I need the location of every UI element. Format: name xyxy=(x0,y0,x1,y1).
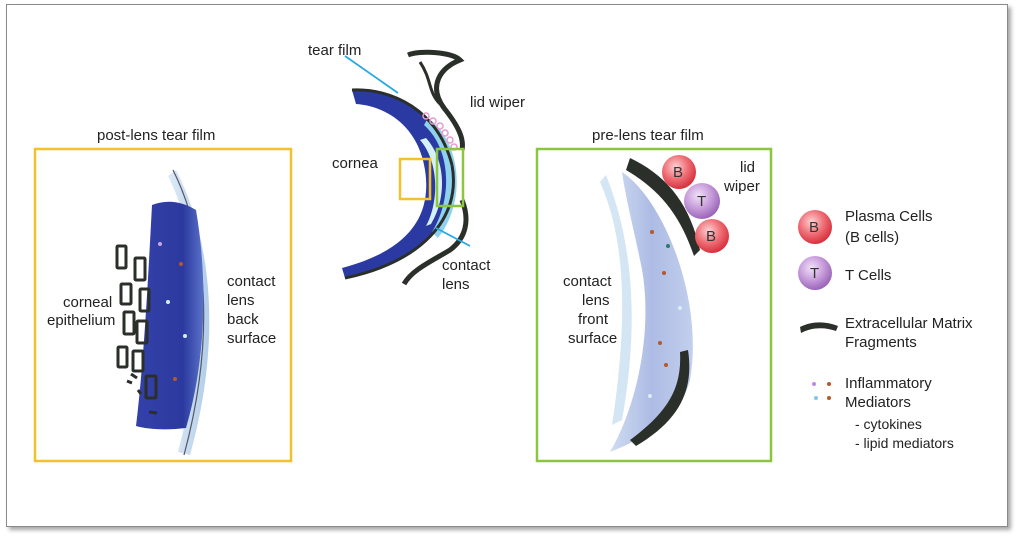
legend-ecm-label-line1: Extracellular Matrix xyxy=(845,315,973,332)
contact-lens-pointer xyxy=(435,227,471,247)
tear-film-label: tear film xyxy=(308,42,362,59)
pre-lens-box xyxy=(535,147,773,463)
mediator-dot xyxy=(158,242,162,246)
pre-lens-contact-lens xyxy=(610,172,693,452)
cornea-label: cornea xyxy=(332,155,378,172)
ecm-fragment-lower xyxy=(630,350,690,446)
legend-t-cell-icon xyxy=(798,256,832,290)
post-lens-cornea-tissue xyxy=(136,201,204,430)
legend-plasma-label-line2: (B cells) xyxy=(845,229,900,246)
cornea-inset-box xyxy=(398,157,432,201)
tear-film-pointer xyxy=(344,55,399,94)
cl-back-label-line2: lens xyxy=(227,292,255,309)
mediator-dot xyxy=(662,271,666,275)
mediator-dot xyxy=(666,244,670,248)
legend-mediator-icon xyxy=(827,382,831,386)
legend-b-cell-icon xyxy=(798,210,832,244)
mediator-dot xyxy=(166,300,170,304)
cl-front-label-line1: contact xyxy=(563,273,612,290)
mediator-dot xyxy=(179,262,183,266)
legend-ecm-icon xyxy=(800,322,838,333)
contact-lens-label-line2: lens xyxy=(442,276,470,293)
corneal-epithelium-cells xyxy=(115,244,158,415)
contact-lens-label-line1: contact xyxy=(442,257,491,274)
legend-mediator-icon xyxy=(812,382,816,386)
pre-lens-title: pre-lens tear film xyxy=(592,127,704,144)
cl-back-label-line4: surface xyxy=(227,330,277,347)
mediator-dot xyxy=(173,377,177,381)
t-cell-icon xyxy=(684,183,720,219)
post-lens-title: post-lens tear film xyxy=(97,127,216,144)
legend-inflammatory-label-line1: Inflammatory xyxy=(845,375,932,392)
corneal-epithelium-label-line1: corneal xyxy=(63,294,113,311)
cell-letter-b: B xyxy=(706,228,717,245)
legend-inflammatory-label-line2: Mediators xyxy=(845,394,911,411)
legend-cytokines-label: - cytokines xyxy=(855,416,922,432)
ecm-fragment-upper xyxy=(626,158,700,256)
cell-letter-b: B xyxy=(673,164,684,181)
cornea-shape xyxy=(342,89,454,278)
cl-front-label-line4: surface xyxy=(568,330,618,347)
cl-front-label-line2: lens xyxy=(582,292,610,309)
mediator-dot xyxy=(664,363,668,367)
mediator-dot xyxy=(658,341,662,345)
corneal-epithelium-label-line2: epithelium xyxy=(47,312,116,329)
legend-lipid-label: - lipid mediators xyxy=(855,435,954,451)
legend-t-letter: T xyxy=(810,265,820,282)
b-cell-icon xyxy=(662,155,696,189)
legend-t-cells-label: T Cells xyxy=(845,267,892,284)
b-cell-icon xyxy=(695,219,729,253)
legend-b-letter: B xyxy=(809,219,820,236)
legend-mediator-icon xyxy=(814,396,818,400)
upper-lid xyxy=(407,49,465,151)
cell-letter-t: T xyxy=(697,193,707,210)
mediator-dot xyxy=(678,306,682,310)
mediator-dot xyxy=(183,334,187,338)
mediator-dot xyxy=(648,394,652,398)
lid-wiper-label: lid wiper xyxy=(470,94,526,111)
eye-cross-section xyxy=(342,49,471,286)
cl-front-label-line3: front xyxy=(578,311,609,328)
legend-mediator-icon xyxy=(827,396,831,400)
cl-back-label-line3: back xyxy=(227,311,259,328)
post-lens-box xyxy=(33,147,293,463)
pre-lid-wiper-label-line1: lid xyxy=(740,159,756,176)
mediator-dot xyxy=(650,230,654,234)
lens-inset-box xyxy=(435,147,465,208)
pre-lid-wiper-label-line2: wiper xyxy=(724,178,760,195)
lower-lid xyxy=(401,199,469,286)
cl-back-label-line1: contact xyxy=(227,273,276,290)
legend-ecm-label-line2: Fragments xyxy=(845,334,917,351)
legend-plasma-label-line1: Plasma Cells xyxy=(845,208,933,225)
